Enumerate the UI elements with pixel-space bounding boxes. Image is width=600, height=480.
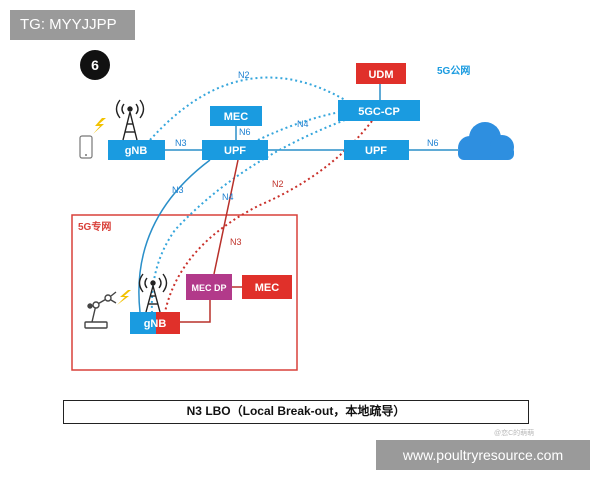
udm-label: UDM bbox=[368, 69, 393, 81]
lightning-icon bbox=[93, 118, 106, 134]
tg-badge: TG: MYYJJPP bbox=[10, 10, 135, 40]
n4-label: N4 bbox=[297, 119, 309, 129]
n4-private-link bbox=[150, 119, 346, 313]
phone-icon bbox=[79, 135, 93, 159]
public-network-label: 5G公网 bbox=[437, 65, 470, 77]
n6-cloud-label: N6 bbox=[427, 138, 439, 148]
upf-left-box bbox=[202, 140, 268, 160]
lightning-private-icon bbox=[117, 290, 131, 305]
cloud-icon bbox=[458, 122, 514, 160]
private-network-label: 5G专网 bbox=[78, 220, 111, 233]
gnb-top-box bbox=[108, 140, 165, 160]
n3-top-label: N3 bbox=[175, 138, 187, 148]
step-number-badge bbox=[80, 50, 110, 80]
watermark: @恋C的萌萌 bbox=[494, 430, 535, 437]
mec-dp-label: MEC DP bbox=[191, 283, 226, 293]
n4-private-label: N4 bbox=[222, 192, 234, 202]
udm-box bbox=[356, 63, 406, 84]
n3-curve-link bbox=[138, 159, 211, 313]
upf-right-label: UPF bbox=[365, 145, 387, 157]
antenna-tower-icon bbox=[115, 99, 145, 141]
site-badge: www.poultryresource.com bbox=[376, 440, 590, 470]
mec-private-box bbox=[242, 275, 292, 299]
n2-private-label: N2 bbox=[272, 179, 284, 189]
gnb-top-label: gNB bbox=[125, 145, 148, 157]
n2-private-link bbox=[164, 120, 373, 313]
n3-private-link bbox=[213, 159, 239, 275]
upf-left-label: UPF bbox=[224, 145, 246, 157]
diagram-caption: N3 LBO（Local Break-out，本地疏导） bbox=[63, 400, 529, 424]
n6-mec-label: N6 bbox=[239, 127, 251, 137]
upf-right-box bbox=[344, 140, 409, 160]
n3-curve-label: N3 bbox=[172, 185, 184, 195]
mec-dp-box bbox=[186, 274, 232, 300]
gnb-private-box-red bbox=[156, 312, 180, 334]
n2-top-label: N2 bbox=[238, 70, 250, 80]
antenna-tower-private-icon bbox=[138, 273, 168, 313]
gnb-private-box-blue bbox=[130, 312, 156, 334]
mec-private-label: MEC bbox=[255, 282, 280, 294]
step-number: 6 bbox=[91, 57, 99, 73]
cp-box bbox=[338, 100, 420, 121]
mecdp-gnb-link bbox=[180, 300, 211, 323]
n4-link bbox=[257, 111, 341, 141]
mec-top-box bbox=[210, 106, 262, 126]
gnb-private-label: gNB bbox=[144, 318, 167, 330]
private-network-frame bbox=[71, 214, 298, 371]
robot-arm-icon bbox=[84, 291, 117, 329]
mec-top-label: MEC bbox=[224, 111, 249, 123]
cp-label: 5GC-CP bbox=[358, 106, 400, 118]
n3-private-label: N3 bbox=[230, 237, 242, 247]
